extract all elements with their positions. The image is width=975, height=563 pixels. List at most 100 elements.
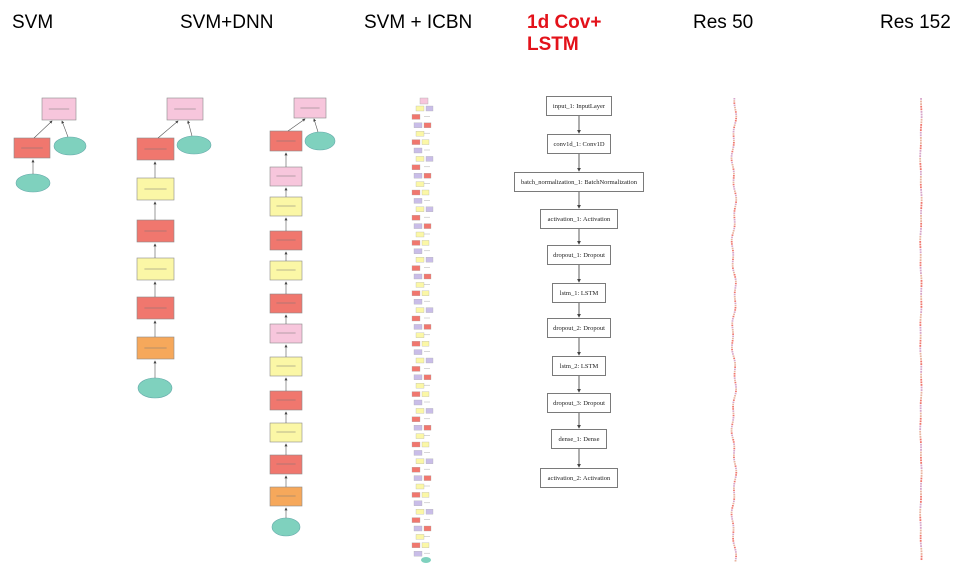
res50-node (732, 355, 735, 357)
res152-node (919, 181, 922, 184)
res50-node (733, 397, 736, 399)
res50-node (732, 337, 734, 340)
res152-node (919, 506, 922, 509)
res152-node (919, 415, 922, 418)
strip-node (415, 483, 425, 490)
strip-node (425, 357, 434, 364)
res152-node (919, 420, 922, 423)
res152-node (919, 147, 922, 150)
res50-node (732, 333, 735, 335)
icbn-layer-node (269, 486, 303, 507)
res50-node (733, 357, 736, 360)
res152-node (919, 332, 922, 334)
res152-node (920, 212, 922, 215)
res50-node (733, 98, 736, 100)
strip-node (415, 257, 425, 263)
res50-node (734, 384, 737, 386)
res50-node (732, 414, 735, 417)
res50-node (732, 256, 735, 258)
res152-node (919, 131, 922, 134)
res152-node (919, 163, 922, 165)
strip-node (423, 324, 432, 330)
res50-node (731, 320, 734, 322)
res152-node (920, 449, 922, 451)
res152-node (919, 417, 922, 420)
res152-node (919, 183, 922, 186)
res152-node (919, 316, 922, 319)
strip-node (411, 391, 421, 397)
graph-edge (313, 118, 319, 133)
res50-node (734, 302, 737, 305)
res152-node (919, 430, 922, 433)
res152-node (919, 350, 922, 353)
lstm-node-6: lstm_1: LSTM (552, 283, 606, 303)
res50-node (733, 221, 736, 223)
res50-node (733, 227, 736, 230)
res50-node (733, 359, 736, 362)
res50-node (732, 331, 734, 333)
res152-node (919, 254, 922, 256)
res50-node (733, 375, 736, 377)
res152-node (919, 165, 922, 168)
svm-data-node (15, 173, 51, 193)
res152-node (919, 508, 922, 511)
strip-node (413, 374, 423, 380)
res50-node (735, 388, 737, 390)
res152-node (920, 495, 922, 498)
res50-node (734, 381, 737, 384)
strip-node (411, 467, 421, 473)
strip-node (421, 391, 430, 397)
res50-node (735, 201, 737, 203)
res50-node (730, 157, 733, 159)
strip-node (415, 131, 425, 137)
icbn-layer-node (269, 422, 303, 443)
graph-edge (61, 120, 69, 138)
res50-node (732, 335, 734, 338)
strip-node (423, 475, 432, 481)
res50-node (735, 469, 738, 472)
graph-edge (287, 118, 306, 132)
icbn-layer-node (269, 454, 303, 475)
res152-node (920, 469, 923, 472)
res50-node (733, 208, 736, 210)
res50-node (732, 230, 735, 232)
res152-node (919, 241, 922, 243)
strip-node (413, 500, 423, 506)
res50-node (731, 351, 734, 353)
res152-node (920, 365, 923, 368)
strip-node (415, 458, 425, 464)
strip-node (421, 341, 430, 347)
res50-node (730, 425, 733, 428)
res50-node (733, 456, 735, 459)
res50-node (733, 447, 736, 450)
strip-node (423, 122, 432, 128)
res152-node (920, 217, 922, 220)
res50-node (733, 102, 736, 104)
strip-node (413, 349, 423, 355)
res152-node (919, 243, 922, 246)
res152-node (919, 230, 922, 233)
res152-node (920, 220, 923, 223)
svm-graph (13, 97, 87, 193)
res50-node (732, 252, 735, 254)
res50-node (732, 181, 735, 184)
res50-node (731, 164, 734, 166)
res50-node (732, 353, 734, 355)
strip-node (415, 206, 425, 212)
res50-node (730, 155, 733, 157)
res50-node (734, 287, 737, 289)
res152-node (919, 404, 922, 407)
strip-node (425, 206, 434, 212)
res50-node (734, 476, 737, 478)
res152-node (920, 111, 923, 113)
res152-node (920, 295, 923, 298)
res152-node (920, 124, 923, 126)
res50-node (731, 423, 734, 426)
strip-node (411, 366, 421, 372)
res152-node (919, 339, 922, 342)
res152-node (919, 267, 922, 269)
res50-node (730, 243, 733, 245)
lstm-node-9: dropout_3: Dropout (547, 393, 611, 413)
res50-node (732, 439, 735, 441)
strip-node (415, 307, 425, 313)
